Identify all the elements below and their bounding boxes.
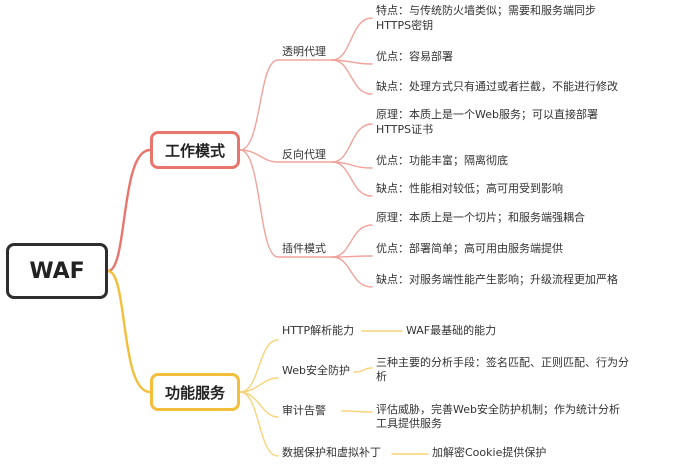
link-reverse-con: [331, 161, 373, 197]
link-transparent-con: [331, 59, 373, 95]
plugin-principle: 原理：本质上是一个切片；和服务端强耦合: [376, 211, 585, 224]
plugin-pro: 优点：部署简单；高可用由服务端提供: [376, 242, 563, 255]
link-root-mode: [106, 148, 152, 273]
plugin-mode-node[interactable]: 插件模式: [282, 242, 326, 255]
link-func-web: [239, 377, 279, 393]
link-func-data: [239, 391, 279, 457]
audit-detail: 评估威胁，完善Web安全防护机制；作为统计分析工具提供服务: [376, 403, 620, 430]
audit-alert-node[interactable]: 审计告警: [282, 404, 326, 417]
link-plugin-con: [331, 256, 373, 288]
link-root-func: [106, 269, 152, 394]
data-protection-node[interactable]: 数据保护和虚拟补丁: [282, 446, 381, 459]
transparent-proxy-node[interactable]: 透明代理: [282, 45, 326, 58]
mode-node[interactable]: 工作模式: [150, 131, 240, 169]
reverse-con: 缺点：性能相对较低；高可用受到影响: [376, 182, 563, 195]
reverse-proxy-node[interactable]: 反向代理: [282, 148, 326, 161]
transparent-feature-line-1: 特点：与传统防火墙类似；需要和服务端同步: [376, 4, 596, 17]
transparent-con: 缺点：处理方式只有通过或者拦截，不能进行修改: [376, 80, 618, 93]
web-protection-node[interactable]: Web安全防护: [282, 364, 350, 377]
reverse-pro: 优点：功能丰富；隔离彻底: [376, 154, 508, 167]
link-plugin-principle: [331, 224, 373, 258]
http-parse-node[interactable]: HTTP解析能力: [282, 324, 355, 337]
link-transparent-feature: [331, 17, 373, 61]
link-mode-reverse: [239, 149, 333, 163]
plugin-con: 缺点：对服务端性能产生影响；升级流程更加严格: [376, 273, 618, 286]
link-mode-transparent: [239, 59, 333, 151]
link-reverse-principle: [331, 123, 373, 163]
link-mode-plugin: [239, 149, 333, 258]
link-audit-detail: [341, 410, 373, 413]
link-func-http: [239, 339, 279, 393]
transparent-feature-line-2: HTTPS密钥: [376, 19, 434, 32]
http-detail: WAF最基础的能力: [406, 324, 497, 337]
data-detail: 加解密Cookie提供保护: [432, 446, 547, 459]
web-detail: 三种主要的分析手段：签名匹配、正则匹配、行为分析: [376, 356, 629, 383]
reverse-principle-line-1: 原理：本质上是一个Web服务；可以直接部署: [376, 108, 598, 121]
link-web-detail: [353, 367, 373, 373]
func-node[interactable]: 功能服务: [150, 373, 240, 411]
reverse-principle-line-2: HTTPS证书: [376, 123, 434, 136]
root-node[interactable]: WAF: [6, 243, 108, 299]
transparent-pro: 优点：容易部署: [376, 50, 453, 63]
link-func-audit: [239, 391, 279, 418]
